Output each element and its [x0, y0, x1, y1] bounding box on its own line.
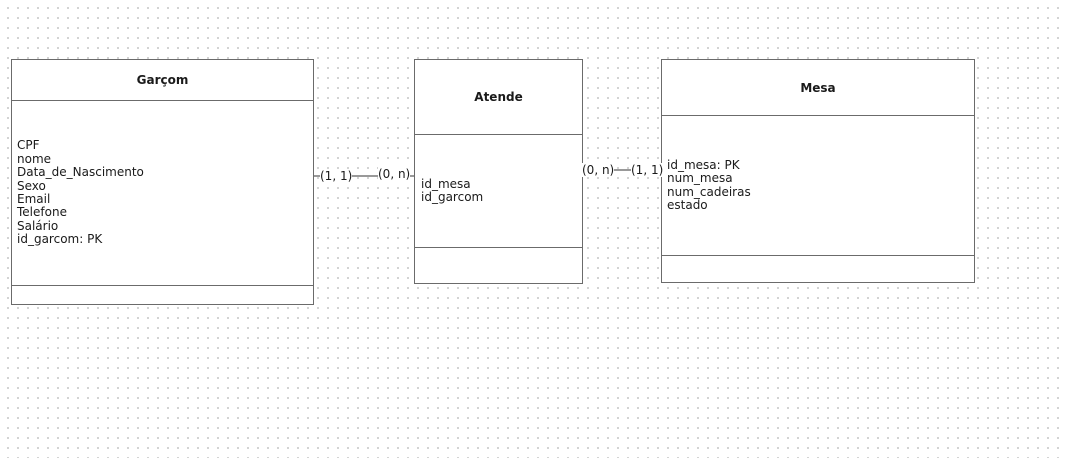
entity-atende-attributes: id_mesa id_garcom: [415, 135, 582, 248]
cardinality-atende-right-side: (0, n): [582, 163, 615, 177]
attribute: id_garcom: [421, 190, 484, 204]
attribute: Sexo: [17, 178, 46, 193]
cardinality-mesa-side: (1, 1): [631, 163, 664, 177]
entity-garcom-attributes: CPF nome Data_de_Nascimento Sexo Email T…: [12, 101, 313, 286]
entity-mesa-attributes: id_mesa: PK num_mesa num_cadeiras estado: [662, 116, 974, 256]
entity-mesa-title: Mesa: [662, 60, 974, 116]
attribute: Data_de_Nascimento: [17, 165, 144, 180]
attribute: num_cadeiras: [667, 184, 751, 199]
cardinality-garcom-side: (1, 1): [320, 169, 353, 183]
entity-atende[interactable]: Atende id_mesa id_garcom: [414, 59, 583, 284]
attribute: estado: [667, 197, 708, 212]
attribute: id_garcom: PK: [17, 232, 103, 247]
entity-atende-title: Atende: [415, 60, 582, 135]
entity-mesa[interactable]: Mesa id_mesa: PK num_mesa num_cadeiras e…: [661, 59, 975, 283]
attribute: id_mesa: PK: [667, 157, 740, 172]
attribute: Telefone: [17, 205, 67, 220]
attribute: CPF: [17, 138, 40, 153]
attribute: id_mesa: [421, 176, 471, 191]
entity-garcom-title: Garçom: [12, 60, 313, 101]
attribute: Email: [17, 192, 51, 206]
attribute: num_mesa: [667, 171, 733, 186]
cardinality-atende-left-side: (0, n): [378, 167, 411, 181]
attribute: Salário: [17, 218, 59, 233]
attribute: nome: [17, 151, 52, 166]
entity-garcom[interactable]: Garçom CPF nome Data_de_Nascimento Sexo …: [11, 59, 314, 305]
